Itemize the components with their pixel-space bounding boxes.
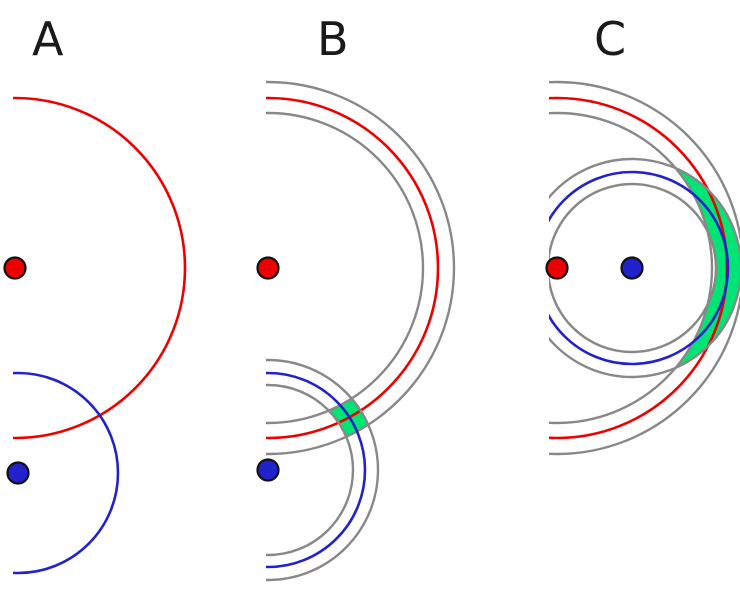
panel-a-arcs	[13, 96, 187, 575]
red-uncertainty-circle	[549, 80, 740, 456]
red-station-dot	[256, 256, 280, 280]
blue-uncertainty-circle	[549, 157, 740, 379]
red-station-dot	[545, 256, 569, 280]
panel-c-dots	[545, 256, 644, 280]
panel-label-a: A	[32, 12, 64, 66]
panels-layer	[3, 80, 740, 582]
blue-station-dot	[620, 256, 644, 280]
panel-label-c: C	[594, 12, 626, 66]
blue-distance-circle	[13, 371, 120, 575]
panel-b-arcs	[266, 80, 456, 582]
blue-uncertainty-circle	[549, 182, 718, 354]
blue-uncertainty-circle	[266, 358, 380, 582]
red-distance-circle	[13, 96, 187, 440]
blue-distance-circle	[266, 371, 367, 569]
panel-c-arcs	[549, 80, 740, 456]
red-uncertainty-circle	[549, 111, 714, 425]
blue-station-dot	[256, 458, 280, 482]
red-uncertainty-circle	[266, 80, 456, 456]
red-station-dot	[3, 256, 27, 280]
blue-uncertainty-circle	[266, 383, 355, 557]
red-uncertainty-circle	[266, 111, 425, 425]
panel-label-b: B	[317, 12, 349, 66]
panel-b-dots	[256, 256, 280, 482]
panel-a-dots	[3, 256, 30, 485]
blue-distance-circle	[549, 170, 730, 366]
blue-station-dot	[6, 461, 30, 485]
labels-layer: A B C	[32, 12, 626, 66]
red-distance-circle	[266, 96, 440, 440]
